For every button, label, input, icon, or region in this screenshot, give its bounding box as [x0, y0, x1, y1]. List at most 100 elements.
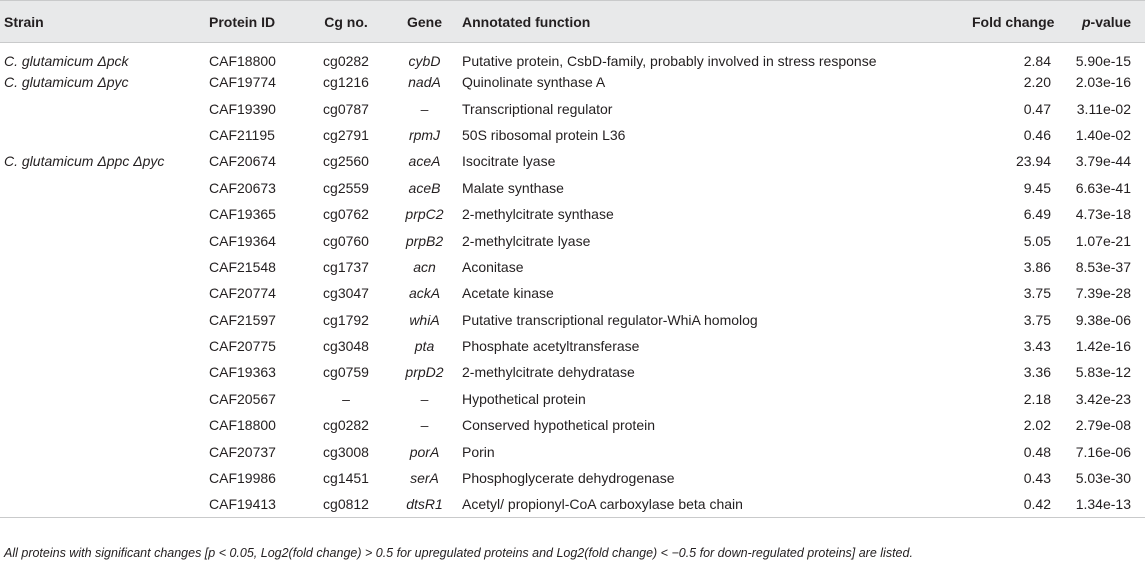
cell-fold-change: 0.43	[1023, 470, 1051, 487]
cell-protein-id: CAF21195	[209, 126, 275, 143]
header-cg-no: Cg no.	[324, 13, 368, 30]
cell-p-value: 6.63e-41	[1075, 179, 1131, 196]
header-fold-change: Fold change	[972, 13, 1055, 30]
cell-strain: C. glutamicum Δpyc	[0, 69, 205, 95]
cell-function: Phosphate acetyltransferase	[462, 338, 640, 355]
cell-fold-change: 3.75	[1023, 311, 1051, 328]
cell-cg-no: cg1451	[323, 470, 369, 487]
strain-genus: C. glutamicum	[4, 153, 94, 170]
cell-fold-change: 2.20	[1023, 74, 1051, 91]
header-function: Annotated function	[462, 13, 591, 30]
cell-protein-id: CAF21597	[209, 311, 276, 328]
cell-function: Malate synthase	[462, 179, 564, 196]
cell-fold-change: 3.75	[1023, 285, 1051, 302]
cell-function: 2-methylcitrate lyase	[462, 232, 591, 249]
cell-cg-no: cg2791	[323, 126, 369, 143]
cell-function: Acetate kinase	[462, 285, 554, 302]
cell-cg-no: cg1737	[323, 258, 369, 275]
cell-gene: nadA	[408, 74, 441, 91]
cell-protein-id: CAF19774	[209, 74, 276, 91]
cell-cg-no: cg1792	[323, 311, 369, 328]
table-row: CAF19986 cg1451 serA Phosphoglycerate dehyd…	[0, 465, 1145, 491]
cell-gene: aceB	[408, 179, 441, 196]
cell-p-value: 2.79e-08	[1075, 417, 1131, 434]
cell-fold-change: 6.49	[1023, 206, 1051, 223]
cell-p-value: 1.40e-02	[1075, 126, 1131, 143]
cell-cg-no: cg0282	[323, 53, 369, 69]
cell-strain: C. glutamicum Δppc Δpyc	[0, 148, 205, 174]
header-gene: Gene	[406, 13, 442, 30]
table-header: Strain Protein ID Cg no. Gene Annotated …	[0, 0, 1145, 43]
header-p-value-p: p	[1081, 13, 1091, 30]
cell-fold-change: 3.86	[1023, 258, 1051, 275]
cell-protein-id: CAF19365	[209, 206, 276, 223]
cell-protein-id: CAF19364	[209, 232, 276, 249]
cell-protein-id: CAF19986	[209, 470, 276, 487]
cell-p-value: 1.34e-13	[1075, 496, 1131, 513]
cell-gene: acn	[413, 258, 436, 275]
cell-p-value: 5.90e-15	[1075, 53, 1131, 69]
cell-fold-change: 3.36	[1023, 364, 1051, 381]
cell-gene: pta	[414, 338, 435, 355]
table-footnote: All proteins with significant changes [p…	[4, 546, 913, 560]
cell-protein-id: CAF19413	[209, 496, 276, 513]
cell-function: Isocitrate lyase	[462, 153, 556, 170]
cell-p-value: 3.11e-02	[1076, 100, 1131, 117]
cell-p-value: 8.53e-37	[1075, 258, 1131, 275]
header-strain: Strain	[4, 13, 44, 30]
cell-strain	[0, 175, 205, 201]
cell-fold-change: 0.47	[1023, 100, 1051, 117]
cell-function: Putative protein, CsbD-family, probably …	[462, 53, 877, 69]
cell-function: Phosphoglycerate dehydrogenase	[462, 470, 675, 487]
cell-gene: porA	[409, 443, 440, 460]
cell-strain	[0, 465, 205, 491]
cell-gene: –	[420, 390, 429, 407]
cell-function: 2-methylcitrate dehydratase	[462, 364, 635, 381]
cell-fold-change: 2.84	[1023, 53, 1051, 69]
cell-p-value: 1.07e-21	[1075, 232, 1131, 249]
cell-function: Hypothetical protein	[462, 390, 586, 407]
cell-protein-id: CAF20775	[209, 338, 276, 355]
cell-protein-id: CAF19363	[209, 364, 276, 381]
cell-cg-no: cg2560	[323, 153, 369, 170]
table-row: CAF19363 cg0759 prpD2 2-methylcitrate dehyd…	[0, 359, 1145, 385]
cell-protein-id: CAF20567	[209, 390, 276, 407]
cell-protein-id: CAF19390	[209, 100, 276, 117]
cell-strain	[0, 122, 205, 148]
cell-gene: prpD2	[405, 364, 444, 381]
cell-gene: aceA	[408, 153, 441, 170]
cell-function: Quinolinate synthase A	[462, 74, 606, 91]
header-p-value-rest: -value	[1090, 13, 1131, 30]
cell-protein-id: CAF20673	[209, 179, 276, 196]
cell-strain	[0, 438, 205, 464]
cell-strain	[0, 227, 205, 253]
cell-strain	[0, 280, 205, 306]
cell-protein-id: CAF21548	[209, 258, 276, 275]
cell-cg-no: cg0812	[323, 496, 369, 513]
cell-fold-change: 5.05	[1023, 232, 1051, 249]
strain-mutation: Δpck	[97, 53, 129, 69]
cell-strain	[0, 201, 205, 227]
cell-function: Porin	[462, 443, 495, 460]
cell-gene: serA	[410, 470, 439, 487]
cell-function: Conserved hypothetical protein	[462, 417, 656, 434]
cell-strain	[0, 359, 205, 385]
cell-p-value: 3.42e-23	[1075, 390, 1131, 407]
cell-fold-change: 2.02	[1023, 417, 1051, 434]
cell-cg-no: cg0787	[323, 100, 369, 117]
cell-fold-change: 3.43	[1023, 338, 1051, 355]
header-row: Strain Protein ID Cg no. Gene Annotated …	[0, 0, 1145, 43]
cell-cg-no: cg1216	[323, 74, 369, 91]
cell-cg-no: cg0759	[323, 364, 369, 381]
